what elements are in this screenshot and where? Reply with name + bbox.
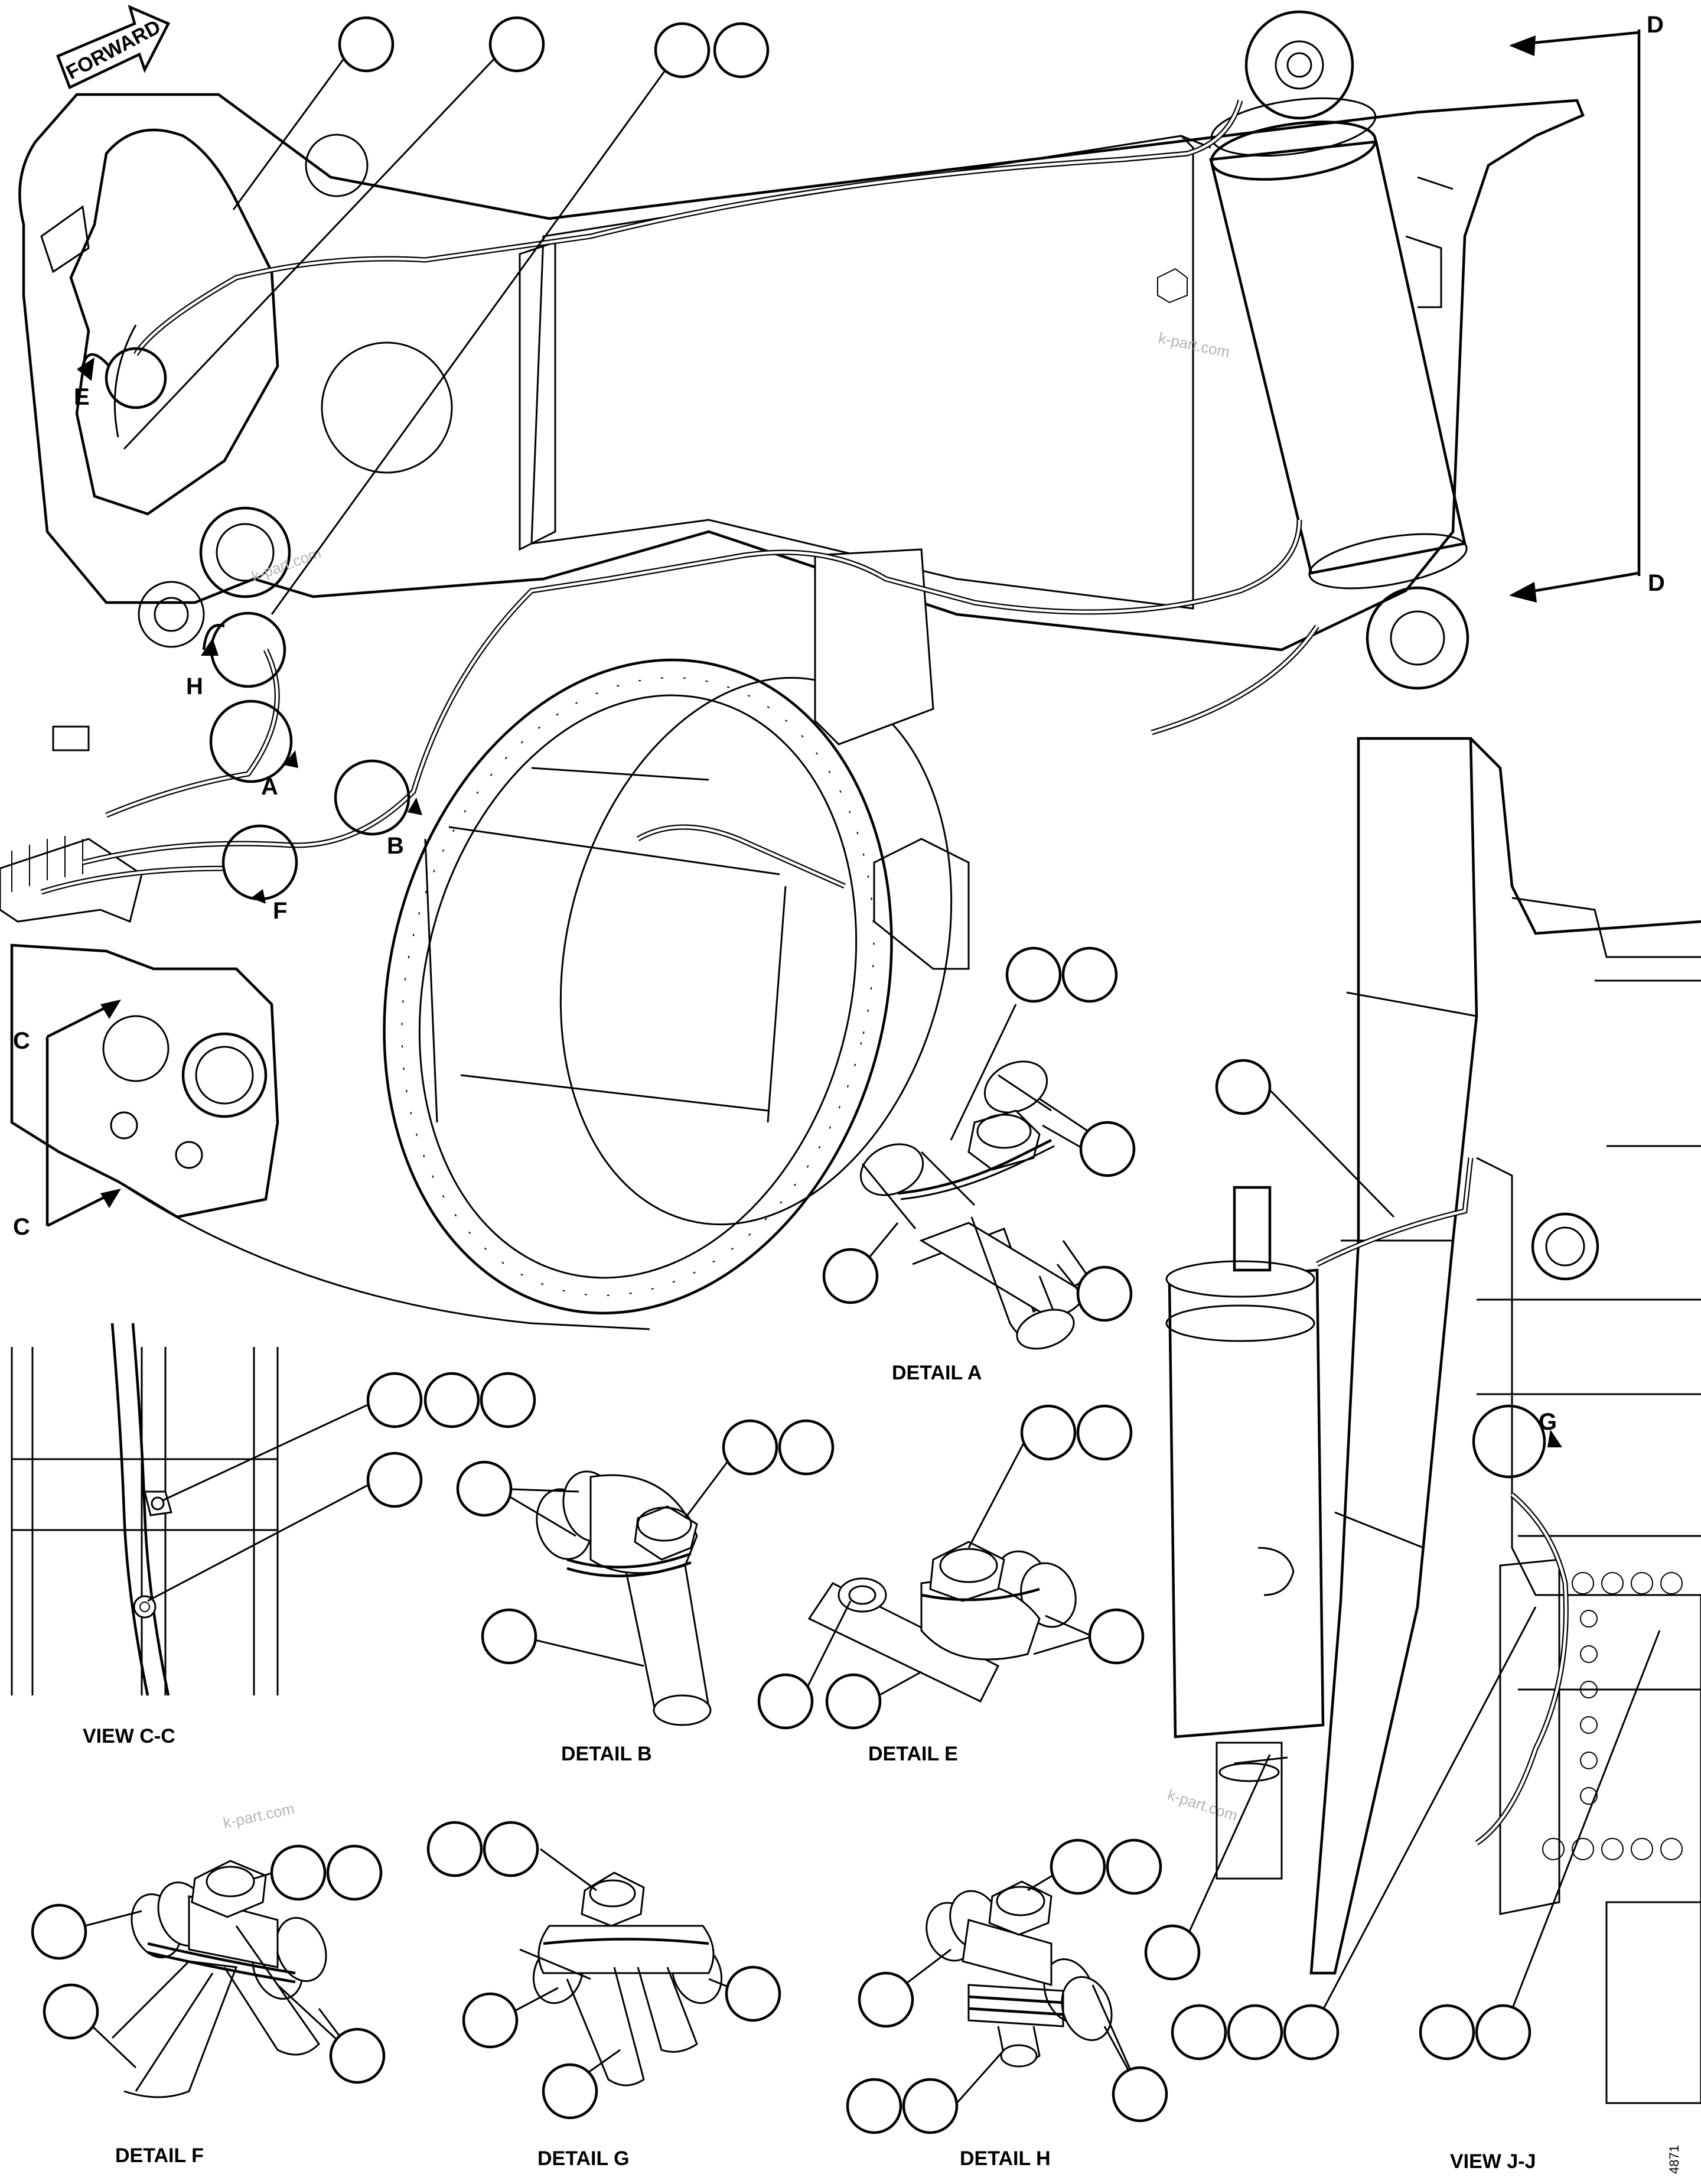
main-assembly-drawing [0, 10, 1585, 1330]
ref-bubble [654, 22, 711, 79]
detail-e-title: DETAIL E [868, 1743, 958, 1765]
view-cc: VIEW C-C [11, 1323, 536, 1747]
detail-a-title: DETAIL A [892, 1362, 982, 1384]
forward-label: FORWARD [63, 15, 164, 84]
detail-h-title: DETAIL H [960, 2147, 1051, 2170]
detail-a-label: A [261, 774, 278, 800]
view-jj-title: VIEW J-J [1450, 2150, 1536, 2173]
watermark-3: k-part.com [221, 1799, 296, 1832]
watermark-4: k-part.com [1165, 1785, 1240, 1824]
view-c-label-bottom: C [13, 1214, 30, 1240]
view-e-label: E [74, 384, 90, 410]
detail-b-title: DETAIL B [561, 1743, 652, 1765]
detail-f-label: F [273, 898, 287, 924]
detail-b-label: B [387, 833, 404, 859]
top-reference-bubbles [123, 16, 770, 615]
detail-a: DETAIL A [822, 946, 1136, 1384]
detail-b: DETAIL B [456, 1419, 835, 1765]
ref-bubble [713, 22, 770, 79]
right-cylinder-assembly: G VIEW J-J [1144, 737, 1701, 2173]
watermark-1: k-part.com [1157, 329, 1231, 362]
ref-bubble [488, 16, 545, 73]
detail-f: DETAIL F [31, 1844, 386, 2167]
detail-g-label: G [1539, 1409, 1557, 1435]
view-d-arrows: D D [1509, 12, 1665, 603]
ref-bubble [338, 16, 395, 73]
watermark-2: k-part.com [249, 543, 324, 585]
forward-arrow: FORWARD [56, 5, 171, 90]
detail-h: DETAIL H [846, 1838, 1168, 2170]
detail-g-title: DETAIL G [537, 2147, 630, 2170]
detail-callouts: E H A B F [74, 347, 422, 924]
view-cc-title: VIEW C-C [83, 1725, 175, 1747]
view-d-label-bottom: D [1648, 570, 1665, 596]
detail-g: DETAIL G [426, 1821, 781, 2170]
view-h-label: H [186, 673, 203, 699]
view-d-label-top: D [1647, 12, 1664, 38]
detail-e: DETAIL E [757, 1404, 1145, 1765]
view-c-arrows: C C [13, 1000, 121, 1240]
detail-f-title: DETAIL F [115, 2144, 204, 2167]
figure-number: 4871 [1667, 2145, 1682, 2174]
view-c-label-top: C [13, 1028, 30, 1054]
